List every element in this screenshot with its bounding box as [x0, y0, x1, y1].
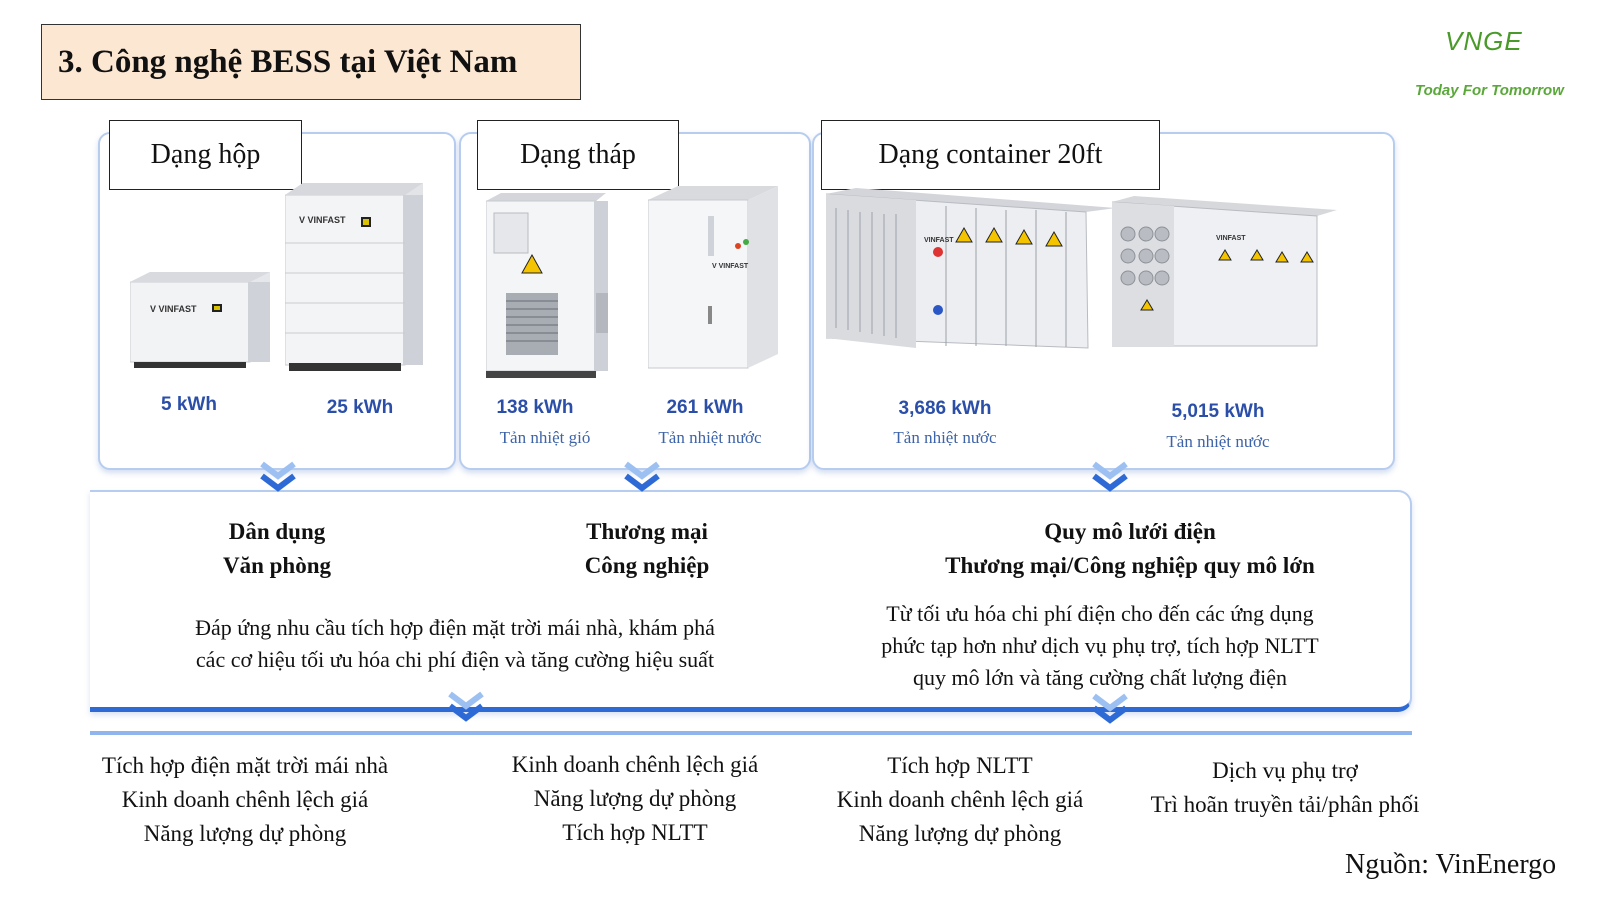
- vnge-logo: VNGE Today For Tomorrow: [1405, 18, 1585, 108]
- description-left-line1: Đáp ứng nhu cầu tích hợp điện mặt trời m…: [195, 615, 715, 640]
- description-left-line2: các cơ hiệu tối ưu hóa chi phí điện và t…: [195, 647, 715, 672]
- panel-label-container: Dạng container 20ft: [821, 120, 1160, 190]
- capacity-261kwh: 261 kWh: [666, 397, 744, 418]
- container-5015kwh-image: VINFAST: [1112, 196, 1337, 347]
- capacity-3686kwh: 3,686 kWh: [898, 398, 992, 419]
- segment-band: [90, 490, 1412, 712]
- segment-residential-line1: Dân dụng: [228, 519, 326, 544]
- chevron-down-icon: [1092, 693, 1128, 724]
- list-item: Tích hợp điện mặt trời mái nhà: [101, 753, 389, 778]
- segment-grid: Quy mô lưới điện Thương mại/Công nghiệp …: [900, 515, 1360, 583]
- segment-commercial-line1: Thương mại: [586, 519, 708, 544]
- container-3686kwh-image: VINFAST: [826, 188, 1116, 349]
- list-item: Tích hợp NLTT: [562, 820, 708, 845]
- applications-divider: [90, 731, 1412, 735]
- segment-commercial-line2: Công nghiệp: [584, 553, 710, 578]
- chevron-down-icon: [260, 461, 296, 492]
- page-title: 3. Công nghệ BESS tại Việt Nam: [41, 24, 581, 100]
- capacity-25kwh: 25 kWh: [326, 397, 394, 418]
- svg-text:V VINFAST: V VINFAST: [150, 304, 197, 314]
- tower-261kwh-image: V VINFAST: [648, 186, 778, 369]
- svg-text:V VINFAST: V VINFAST: [299, 215, 346, 225]
- svg-text:VINFAST: VINFAST: [924, 237, 954, 244]
- cooling-5015kwh: Tản nhiệt nước: [1166, 432, 1270, 451]
- segment-grid-line1: Quy mô lưới điện: [1044, 519, 1216, 544]
- segment-grid-line2: Thương mại/Công nghiệp quy mô lớn: [945, 553, 1315, 578]
- logo-tagline: Today For Tomorrow: [1415, 82, 1564, 99]
- segment-commercial: Thương mại Công nghiệp: [547, 515, 747, 583]
- description-right-line1: Từ tối ưu hóa chi phí điện cho đến các ứ…: [886, 601, 1314, 626]
- list-item: Kinh doanh chênh lệch giá: [121, 787, 369, 812]
- description-right: Từ tối ưu hóa chi phí điện cho đến các ứ…: [830, 598, 1370, 694]
- segment-residential-line2: Văn phòng: [222, 553, 332, 578]
- capacity-5015kwh: 5,015 kWh: [1171, 401, 1265, 422]
- cooling-138kwh: Tản nhiệt gió: [499, 428, 591, 447]
- list-item: Tích hợp NLTT: [887, 753, 1033, 778]
- tower-138kwh-image: [486, 193, 608, 378]
- panel-label-tower: Dạng tháp: [477, 120, 679, 190]
- list-item: Năng lượng dự phòng: [143, 821, 347, 846]
- page-title-text: 3. Công nghệ BESS tại Việt Nam: [58, 43, 518, 80]
- description-right-line2: phức tạp hơn như dịch vụ phụ trợ, tích h…: [881, 633, 1319, 658]
- list-item: Trì hoãn truyền tải/phân phối: [1150, 792, 1420, 817]
- applications-grid-2: Dịch vụ phụ trợ Trì hoãn truyền tải/phân…: [1125, 754, 1445, 822]
- list-item: Năng lượng dự phòng: [533, 786, 737, 811]
- source-note: Nguồn: VinEnergo: [1345, 849, 1557, 880]
- list-item: Kinh doanh chênh lệch giá: [511, 752, 759, 777]
- applications-grid-1: Tích hợp NLTT Kinh doanh chênh lệch giá …: [810, 749, 1110, 851]
- chevron-down-icon: [1092, 461, 1128, 492]
- capacity-5kwh: 5 kWh: [161, 394, 217, 415]
- cooling-3686kwh: Tản nhiệt nước: [893, 428, 997, 447]
- applications-commercial: Kinh doanh chênh lệch giá Năng lượng dự …: [475, 748, 795, 850]
- chevron-down-icon: [448, 691, 484, 722]
- description-right-line3: quy mô lớn và tăng cường chất lượng điện: [912, 665, 1287, 690]
- svg-text:VINFAST: VINFAST: [1216, 235, 1246, 242]
- battery-5kwh-image: V VINFAST: [130, 272, 270, 368]
- logo-mark: VNGE: [1445, 26, 1523, 56]
- battery-25kwh-image: V VINFAST: [285, 183, 423, 371]
- capacity-138kwh: 138 kWh: [496, 397, 574, 418]
- panel-label-box: Dạng hộp: [109, 120, 302, 190]
- list-item: Năng lượng dự phòng: [858, 821, 1062, 846]
- applications-residential: Tích hợp điện mặt trời mái nhà Kinh doan…: [60, 749, 430, 851]
- svg-text:V VINFAST: V VINFAST: [712, 263, 749, 270]
- segment-residential: Dân dụng Văn phòng: [177, 515, 377, 583]
- chevron-down-icon: [624, 461, 660, 492]
- description-left: Đáp ứng nhu cầu tích hợp điện mặt trời m…: [120, 612, 790, 676]
- list-item: Kinh doanh chênh lệch giá: [836, 787, 1084, 812]
- list-item: Dịch vụ phụ trợ: [1212, 758, 1358, 783]
- cooling-261kwh: Tản nhiệt nước: [658, 428, 762, 447]
